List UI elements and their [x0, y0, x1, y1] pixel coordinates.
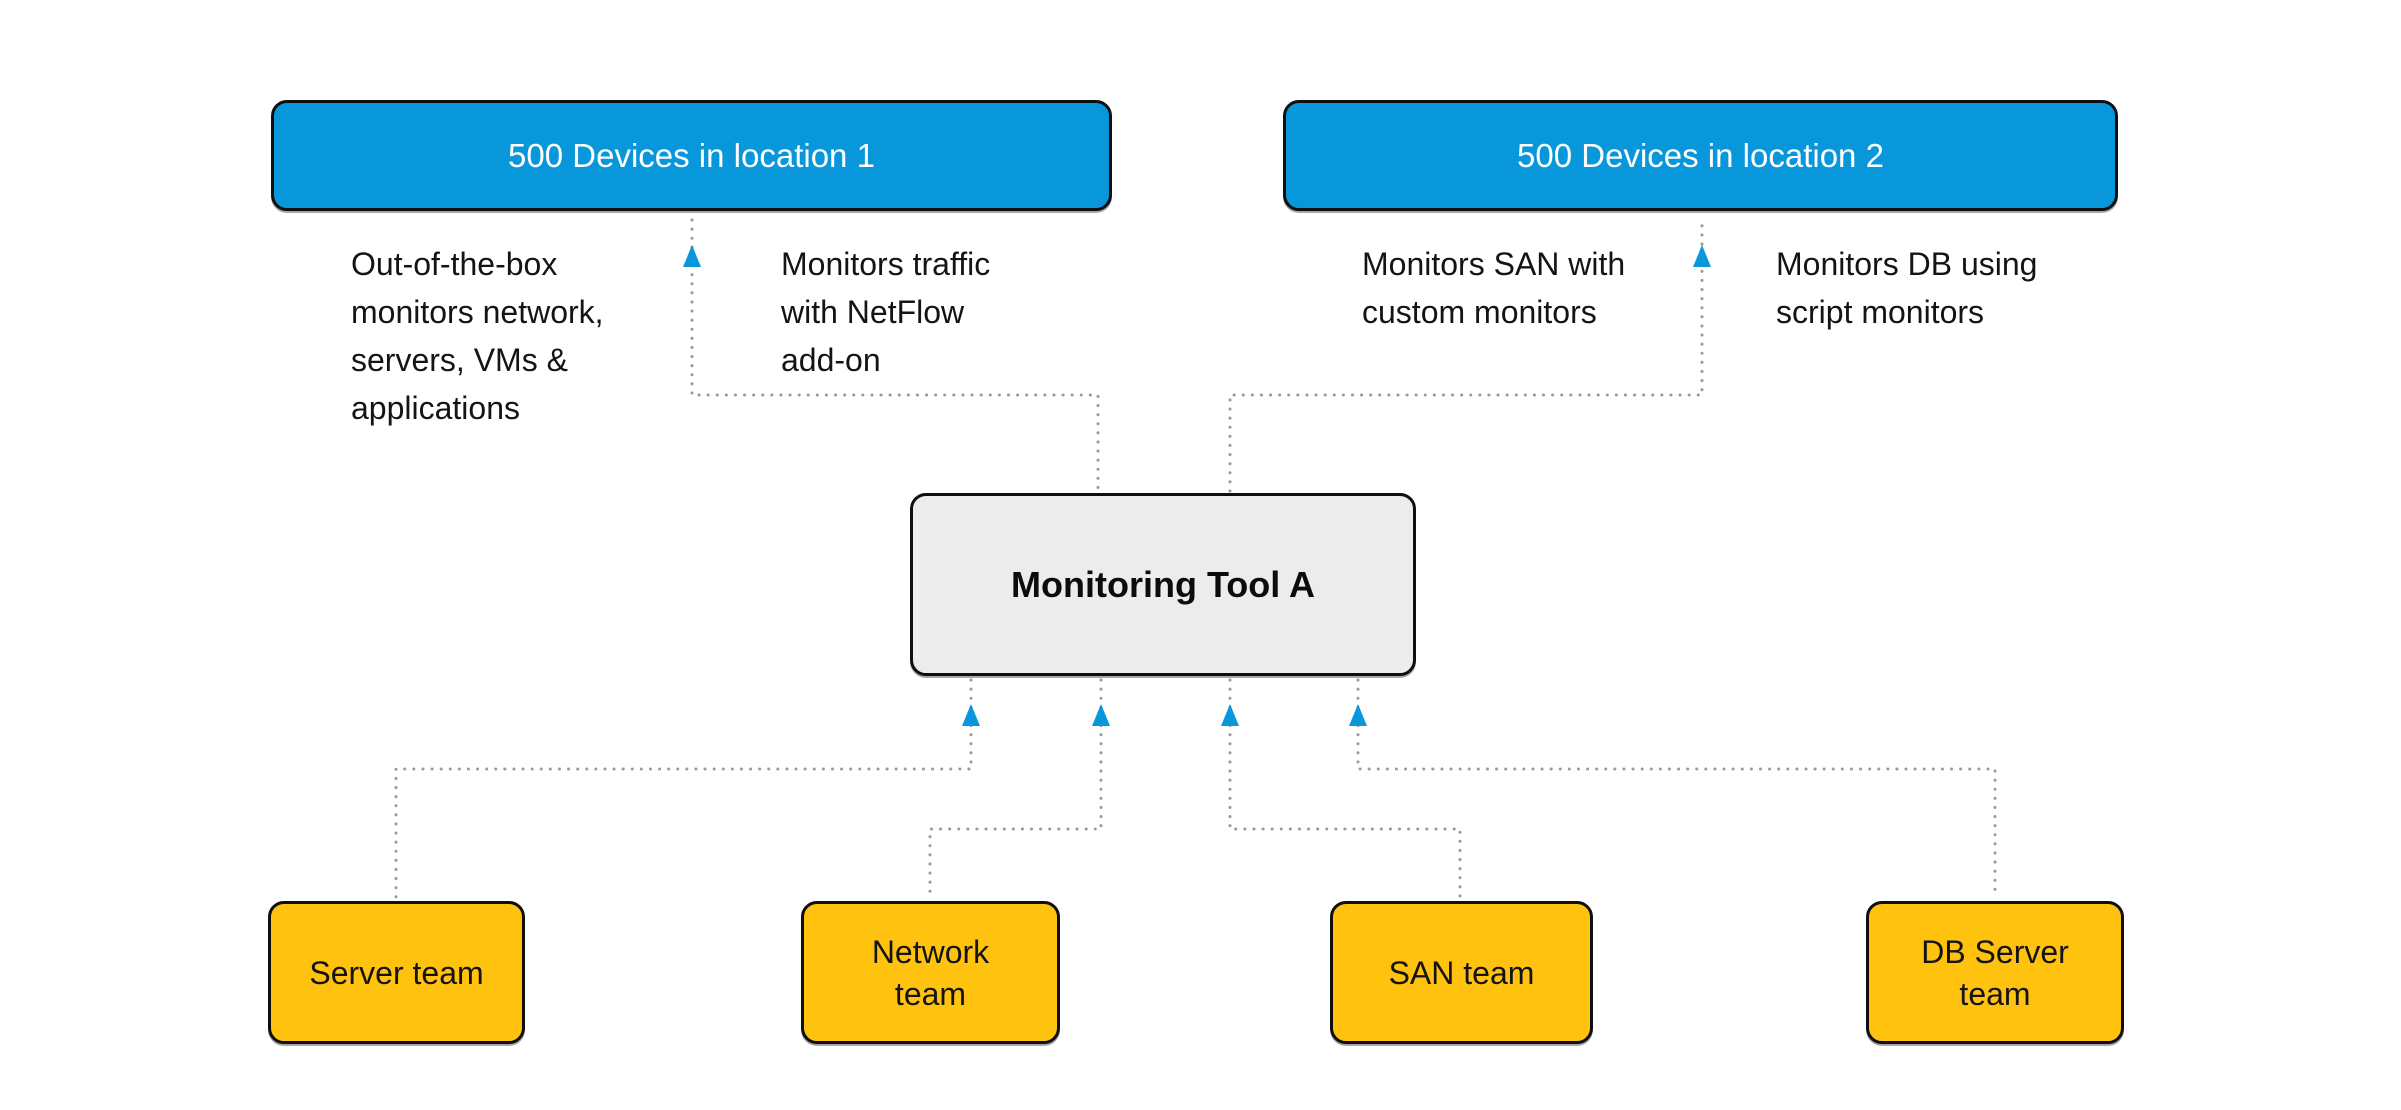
connector-network-team-to-tool	[928, 678, 1103, 900]
location-1-box: 500 Devices in location 1	[271, 100, 1112, 211]
monitoring-tool-box: Monitoring Tool A	[910, 493, 1416, 676]
network-team-box: Network team	[801, 901, 1060, 1044]
san-team-box: SAN team	[1330, 901, 1593, 1044]
location-2-box: 500 Devices in location 2	[1283, 100, 2118, 211]
db-server-team-box: DB Server team	[1866, 901, 2124, 1044]
annotation-db: Monitors DB using script monitors	[1776, 246, 2038, 330]
connector-tool-to-location2	[1228, 218, 1704, 493]
monitoring-tool-label: Monitoring Tool A	[1011, 563, 1315, 605]
network-team-label: Network team	[871, 933, 990, 1012]
arrowhead-up-location2-icon	[1693, 245, 1711, 267]
san-team-label: SAN team	[1388, 954, 1535, 991]
arrowhead-up-location1-icon	[683, 245, 701, 267]
server-team-label: Server team	[309, 954, 484, 991]
arrowhead-up-tool-4-icon	[1349, 704, 1367, 726]
location-2-label: 500 Devices in location 2	[1517, 136, 1884, 174]
connector-server-team-to-tool	[394, 678, 973, 900]
location-1-label: 500 Devices in location 1	[508, 136, 875, 174]
connector-tool-to-location1	[690, 218, 1100, 493]
connector-db-team-to-tool	[1356, 678, 1997, 900]
server-team-box: Server team	[268, 901, 525, 1044]
arrowhead-up-tool-3-icon	[1221, 704, 1239, 726]
db-server-team-label: DB Server team	[1921, 933, 2069, 1012]
annotation-netflow: Monitors traffic with NetFlow add-on	[781, 246, 991, 378]
annotation-out-of-box: Out-of-the-box monitors network, servers…	[351, 246, 604, 426]
arrowhead-up-tool-1-icon	[962, 704, 980, 726]
arrowhead-up-tool-2-icon	[1092, 704, 1110, 726]
connector-san-team-to-tool	[1228, 678, 1462, 900]
annotation-san: Monitors SAN with custom monitors	[1362, 246, 1626, 330]
